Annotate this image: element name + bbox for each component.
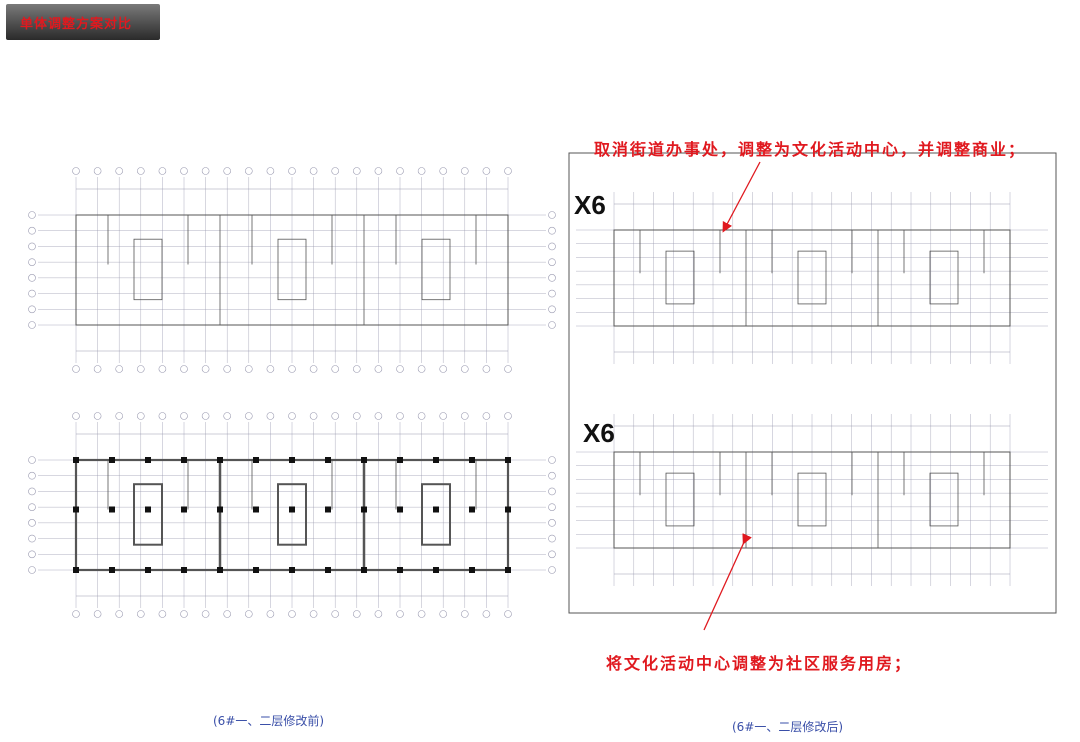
before-floor1-plan: [28, 167, 556, 373]
after-floor2-plan: [576, 414, 1048, 586]
section-title-bar: 单体调整方案对比: [6, 4, 160, 40]
note-cancel-street-office: 取消街道办事处，调整为文化活动中心，并调整商业；: [594, 140, 1027, 159]
after-floor1-plan: [576, 192, 1048, 364]
label-x6-upper: X6: [574, 190, 606, 220]
after-drawing-frame: [568, 152, 1057, 614]
arrow-to-activity-center: [703, 533, 752, 631]
section-title: 单体调整方案对比: [20, 17, 133, 32]
arrow-to-street-office: [722, 161, 761, 233]
note-community-service: 将文化活动中心调整为社区服务用房；: [606, 654, 913, 673]
caption-after: (6#一、二层修改后): [732, 720, 844, 734]
before-floor2-plan: [28, 412, 556, 618]
caption-before: (6#一、二层修改前): [213, 714, 325, 728]
label-x6-lower: X6: [583, 418, 615, 448]
